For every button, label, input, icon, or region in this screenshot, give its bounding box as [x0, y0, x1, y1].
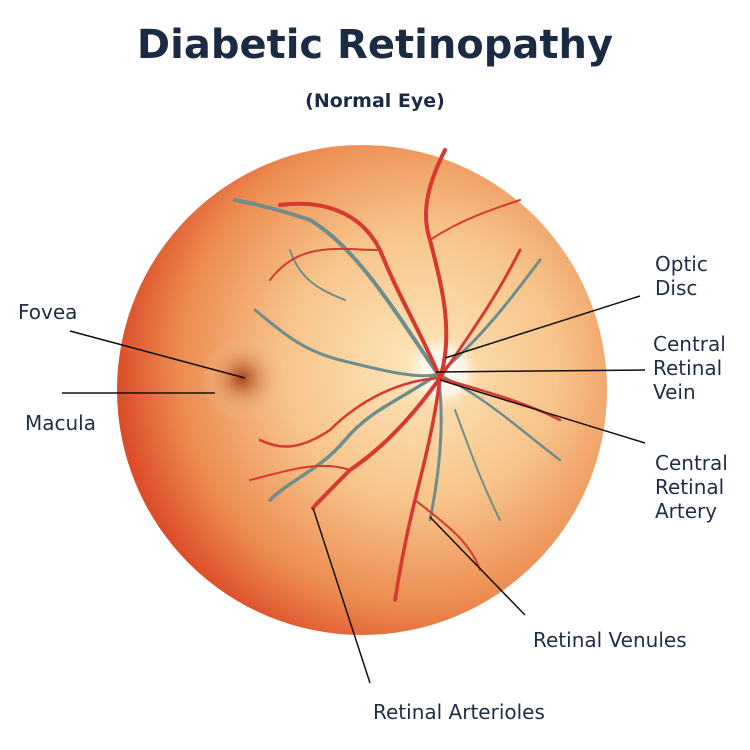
venules-leader	[429, 516, 526, 616]
arterioles-leader	[312, 507, 371, 684]
label-line: Optic	[655, 252, 708, 276]
label-optic-disc: Optic Disc	[655, 252, 708, 300]
label-central-retinal-artery: Central Retinal Artery	[655, 451, 728, 523]
label-retinal-arterioles: Retinal Arterioles	[373, 700, 545, 724]
leader-lines	[62, 295, 646, 684]
macula-fovea-spot	[200, 336, 284, 420]
fovea-leader	[69, 330, 246, 379]
label-retinal-venules: Retinal Venules	[533, 628, 687, 652]
retinal-arteries	[249, 148, 562, 602]
label-line: Retinal	[655, 475, 725, 499]
label-line: Central	[655, 451, 728, 475]
label-line: Retinal	[653, 356, 723, 380]
diagram-subtitle: (Normal Eye)	[305, 90, 445, 112]
label-line: Central	[653, 332, 726, 356]
retina-fundus	[117, 145, 607, 635]
diagram-title: Diabetic Retinopathy	[136, 22, 614, 68]
optic-disc-leader	[444, 295, 641, 359]
label-central-retinal-vein: Central Retinal Vein	[653, 332, 726, 404]
label-line: Artery	[655, 499, 718, 523]
label-macula: Macula	[25, 411, 96, 435]
vein-leader	[435, 369, 646, 373]
label-fovea: Fovea	[18, 300, 78, 324]
label-line: Disc	[655, 276, 698, 300]
label-line: Vein	[653, 380, 696, 404]
artery-leader	[439, 379, 646, 444]
